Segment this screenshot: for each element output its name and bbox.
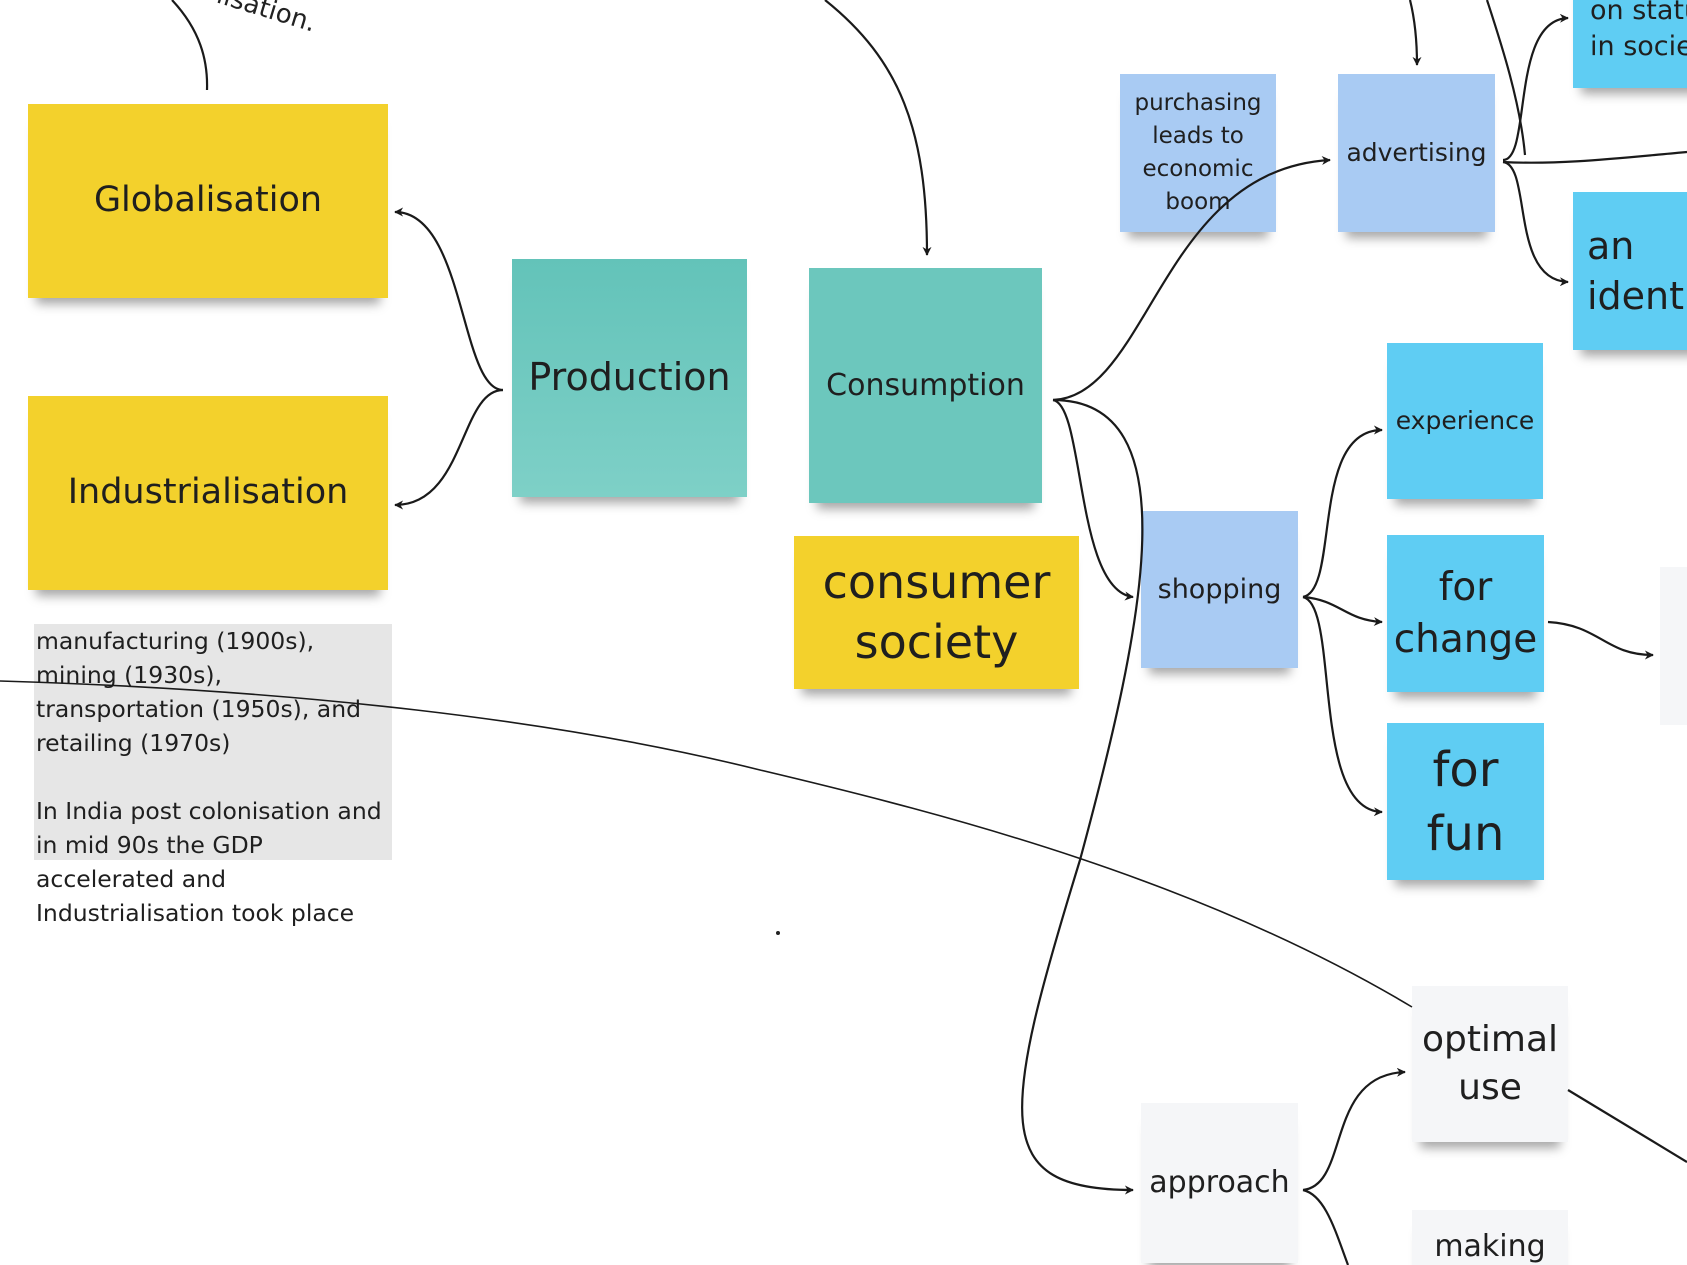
partial-text-fragment: lisation.	[213, 0, 320, 39]
sticky-consumption[interactable]: Consumption	[809, 268, 1042, 503]
connector-shopping-fun	[1302, 595, 1383, 817]
sticky-label: for change	[1393, 564, 1538, 662]
sticky-experience[interactable]: experience	[1387, 343, 1543, 499]
connector-approach-optimal	[1302, 1067, 1406, 1192]
sticky-offscreen-right[interactable]	[1660, 567, 1687, 725]
connector-change-right	[1547, 620, 1654, 660]
connector-production-globalisation	[394, 207, 504, 392]
sticky-label: making	[1434, 1229, 1546, 1264]
text-note-industrialisation-history[interactable]: manufacturing (1900s), mining (1930s), t…	[34, 624, 392, 927]
sticky-consumer-society[interactable]: consumer society	[794, 536, 1079, 689]
connector-optimal-right	[1567, 1089, 1687, 1163]
connector-production-industrialisation	[394, 388, 504, 510]
sticky-label: Industrialisation	[67, 472, 349, 513]
sticky-purchasing-boom[interactable]: purchasing leads to economic boom	[1120, 74, 1276, 232]
connector-advertising-status	[1502, 13, 1569, 162]
sticky-label: Production	[528, 355, 731, 400]
sticky-approach[interactable]: approach	[1141, 1103, 1298, 1263]
sticky-for-fun[interactable]: for fun	[1387, 723, 1544, 880]
sticky-production[interactable]: Production	[512, 259, 747, 497]
connector-top-to-globalisation	[171, 0, 209, 91]
sticky-label: purchasing leads to economic boom	[1134, 90, 1262, 215]
sticky-for-change[interactable]: for change	[1387, 535, 1544, 692]
sticky-label: shopping	[1157, 573, 1282, 605]
sticky-optimal-use[interactable]: optimal use	[1412, 986, 1568, 1142]
sticky-identity[interactable]: an identity	[1573, 192, 1687, 350]
sticky-advertising[interactable]: advertising	[1338, 74, 1495, 232]
connector-shopping-experience	[1302, 425, 1383, 599]
connector-top-to-advertising	[1408, 0, 1422, 66]
connector-advertising-right	[1502, 150, 1687, 164]
connector-consumption-approach	[1021, 398, 1144, 1195]
stray-dot	[776, 931, 780, 935]
connector-approach-making	[1302, 1188, 1350, 1265]
sticky-label: approach	[1149, 1165, 1290, 1201]
sticky-industrialisation[interactable]: Industrialisation	[28, 396, 388, 590]
sticky-status-in-society[interactable]: on status in society	[1573, 0, 1687, 88]
sticky-making[interactable]: making	[1412, 1210, 1568, 1265]
sticky-label: Consumption	[826, 367, 1025, 403]
connector-advertising-identity	[1502, 160, 1569, 287]
sticky-label: Globalisation	[93, 180, 323, 221]
sticky-label: optimal use	[1421, 1019, 1559, 1108]
sticky-shopping[interactable]: shopping	[1141, 511, 1298, 668]
connector-shopping-change	[1302, 595, 1383, 627]
sticky-label: for fun	[1426, 741, 1505, 862]
connector-top-to-consumption	[824, 0, 932, 256]
sticky-label: consumer society	[822, 554, 1051, 669]
sticky-label: on status in society	[1590, 0, 1687, 62]
sticky-label: experience	[1395, 406, 1535, 436]
sticky-label: an identity	[1587, 224, 1687, 318]
sticky-label: advertising	[1346, 138, 1487, 168]
sticky-globalisation[interactable]: Globalisation	[28, 104, 388, 298]
